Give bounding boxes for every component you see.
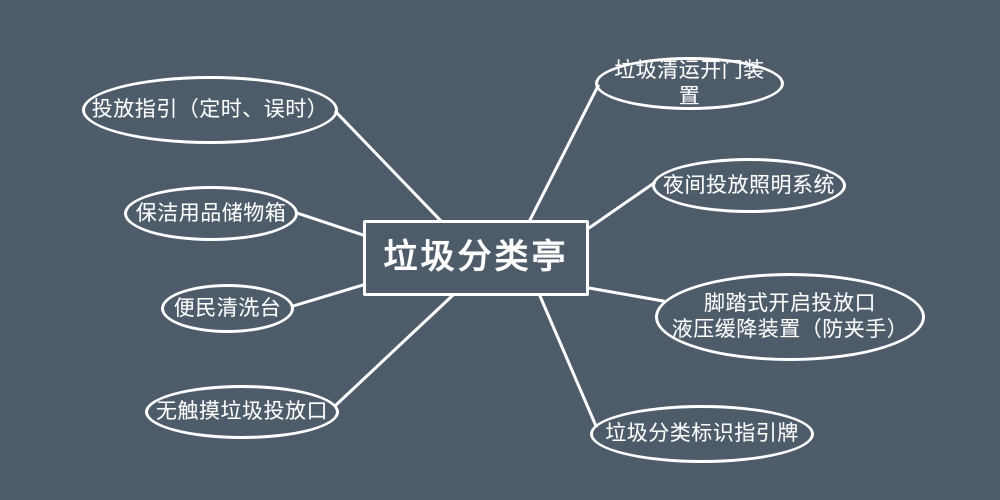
branch-node-wash-station[interactable]: 便民清洗台 bbox=[161, 284, 294, 333]
branch-node-foot-pedal-hydraulic[interactable]: 脚踏式开启投放口 液压缓降装置（防夹手） bbox=[655, 273, 925, 361]
branch-node-label: 垃圾清运开门装置 bbox=[614, 58, 765, 108]
connector-line bbox=[527, 83, 601, 223]
connector-line bbox=[587, 286, 665, 303]
connector-line bbox=[333, 109, 443, 223]
connector-line bbox=[291, 283, 365, 308]
branch-node-label: 无触摸垃圾投放口 bbox=[156, 400, 328, 424]
branch-node-night-lighting[interactable]: 夜间投放照明系统 bbox=[652, 158, 846, 213]
branch-node-label: 脚踏式开启投放口 液压缓降装置（防夹手） bbox=[671, 292, 909, 341]
branch-node-cleaning-supply-cabinet[interactable]: 保洁用品储物箱 bbox=[124, 186, 298, 241]
branch-node-label: 垃圾分类标识指引牌 bbox=[605, 422, 799, 446]
center-node-label: 垃圾分类亭 bbox=[383, 238, 569, 277]
branch-node-touchless-drop-port[interactable]: 无触摸垃圾投放口 bbox=[145, 385, 339, 439]
branch-node-label: 投放指引（定时、误时） bbox=[91, 98, 329, 122]
center-node[interactable]: 垃圾分类亭 bbox=[363, 220, 589, 296]
connector-line bbox=[538, 294, 598, 428]
branch-node-label: 便民清洗台 bbox=[173, 296, 282, 320]
branch-node-label: 保洁用品储物箱 bbox=[135, 201, 287, 225]
branch-node-delivery-guide[interactable]: 投放指引（定时、误时） bbox=[82, 76, 338, 144]
branch-node-signage-board[interactable]: 垃圾分类标识指引牌 bbox=[590, 405, 814, 463]
branch-node-collection-door[interactable]: 垃圾清运开门装置 bbox=[595, 57, 784, 110]
branch-node-label: 夜间投放照明系统 bbox=[663, 173, 835, 197]
connector-line bbox=[295, 211, 365, 237]
connector-line bbox=[333, 293, 455, 408]
connector-line bbox=[586, 180, 657, 231]
